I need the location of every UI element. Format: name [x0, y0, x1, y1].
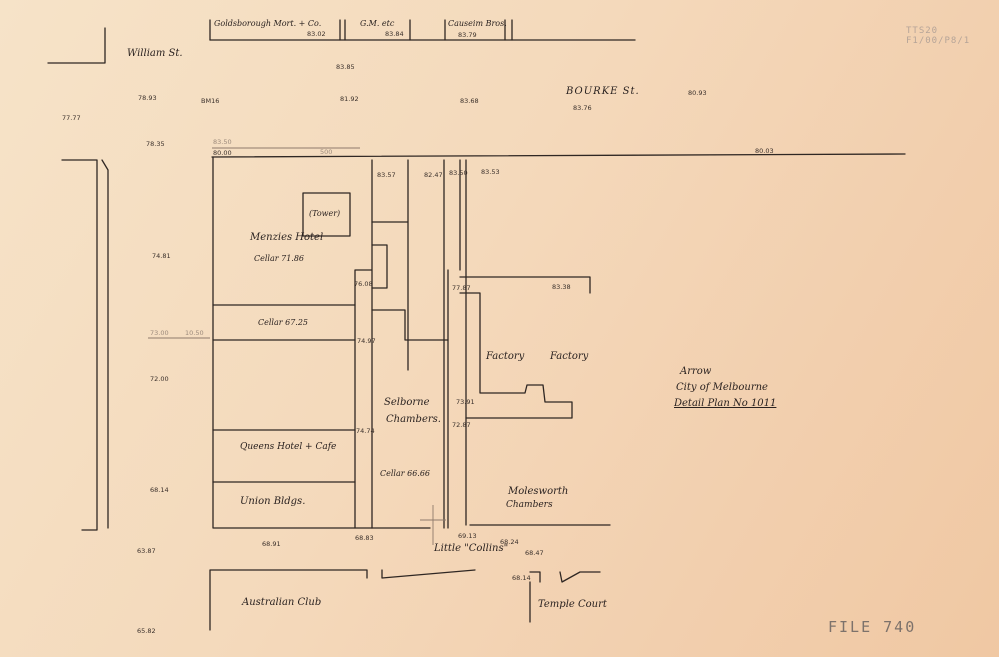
cellar-2-label: Cellar 67.25 — [258, 318, 309, 327]
level: 83.02 — [307, 30, 326, 38]
level: 73.00 — [150, 329, 169, 337]
level: 83.50 — [449, 169, 468, 177]
level: 77.87 — [452, 284, 471, 292]
level: 83.84 — [385, 30, 404, 38]
level: 68.14 — [512, 574, 531, 582]
bourke-frontage-line — [211, 153, 906, 158]
level: 65.82 — [137, 627, 156, 635]
factory-label-2: Factory — [550, 351, 589, 362]
bourke-street-label: BOURKE St. — [566, 86, 640, 97]
molesworth-label-2: Chambers — [506, 500, 553, 510]
level: 10.50 — [185, 329, 204, 337]
level: 81.92 — [340, 95, 359, 103]
level: 83.50 — [213, 138, 232, 146]
william-kerb-top — [47, 27, 106, 64]
factory-frontage — [459, 276, 591, 419]
level: 83.38 — [552, 283, 571, 291]
selborne-label-1: Selborne — [384, 397, 430, 408]
level: 68.83 — [355, 534, 374, 542]
molesworth-label-1: Molesworth — [508, 486, 569, 497]
tower-label: (Tower) — [309, 209, 341, 218]
little-collins-label: Little "Collins" — [434, 543, 509, 554]
causeim-label: Causeim Bros. — [448, 19, 507, 28]
tower-box — [302, 192, 351, 237]
level: 73.91 — [456, 398, 475, 406]
queens-label: Queens Hotel + Cafe — [240, 442, 337, 452]
note-line-1: Arrow — [680, 366, 712, 377]
level: 68.24 — [500, 538, 519, 546]
australian-club-label: Australian Club — [242, 597, 322, 608]
level: 83.85 — [336, 63, 355, 71]
level: 74.97 — [357, 337, 376, 345]
level: 72.87 — [452, 421, 471, 429]
catalogue-ref: TTS20 F1/00/P8/1 — [906, 26, 971, 46]
temple-court-label: Temple Court — [538, 599, 607, 610]
level: 82.47 — [424, 171, 443, 179]
level: 83.76 — [573, 104, 592, 112]
little-collins-kerb — [371, 524, 611, 529]
property-line-2 — [371, 159, 449, 371]
selborne-label-2: Chambers. — [386, 414, 441, 425]
north-marker — [420, 505, 446, 545]
level: 83.68 — [460, 97, 479, 105]
factory-label-1: Factory — [486, 351, 525, 362]
level: 80.93 — [688, 89, 707, 97]
level: 74.81 — [152, 252, 171, 260]
block-outline — [212, 156, 373, 529]
gm-label: G.M. etc — [360, 19, 395, 28]
level: 76.08 — [354, 280, 373, 288]
level: 69.13 — [458, 532, 477, 540]
level: BM16 — [201, 97, 220, 105]
level: 80.00 — [213, 149, 232, 157]
union-label: Union Bldgs. — [240, 496, 306, 507]
top-building-divider — [209, 19, 513, 41]
level: 68.47 — [525, 549, 544, 557]
property-line — [354, 159, 373, 529]
selborne-cellar-label: Cellar 66.66 — [380, 469, 431, 478]
level: 83.79 — [458, 31, 477, 39]
note-line-2: City of Melbourne — [676, 382, 768, 393]
level: 68.14 — [150, 486, 169, 494]
level: 83.57 — [377, 171, 396, 179]
bottom-frontage — [209, 569, 601, 631]
level: 68.91 — [262, 540, 281, 548]
level: 78.35 — [146, 140, 165, 148]
level: 77.77 — [62, 114, 81, 122]
menzies-label: Menzies Hotel — [250, 232, 324, 243]
file-label: FILE 740 — [828, 618, 917, 636]
william-street-label: William St. — [127, 48, 183, 59]
level: 63.87 — [137, 547, 156, 555]
note-line-3: Detail Plan No 1011 — [674, 398, 777, 409]
property-line-3 — [443, 159, 467, 529]
level: 78.93 — [138, 94, 157, 102]
william-kerb-left — [61, 159, 109, 531]
level: 80.03 — [755, 147, 774, 155]
menzies-divider — [212, 304, 356, 483]
level: 74.74 — [356, 427, 375, 435]
goldsbrough-label: Goldsborough Mort. + Co. — [214, 19, 322, 28]
level: 72.00 — [150, 375, 169, 383]
level: 83.53 — [481, 168, 500, 176]
level: 500 — [320, 148, 333, 156]
menzies-cellar-label: Cellar 71.86 — [254, 254, 305, 263]
